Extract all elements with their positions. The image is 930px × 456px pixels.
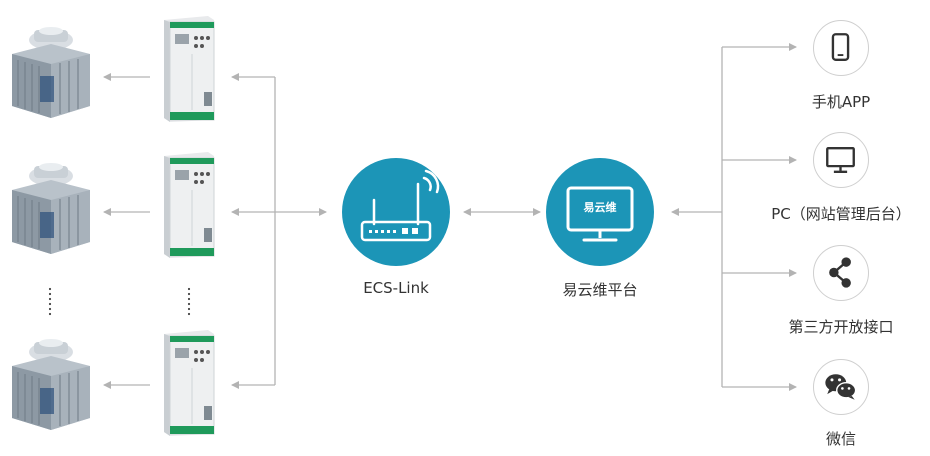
- wechat-icon: [825, 374, 857, 400]
- pc-monitor-icon: [826, 146, 855, 173]
- output-wechat[interactable]: [813, 359, 869, 415]
- control-cabinet-icon: [164, 16, 215, 122]
- cooling-tower-icon: [12, 339, 90, 430]
- phone-icon: [831, 33, 850, 61]
- platform-label: 易云维平台: [562, 281, 638, 299]
- ecs-link-label: ECS-Link: [363, 279, 429, 297]
- cooling-tower-icon: [12, 27, 90, 118]
- cooling-tower-icon: [12, 163, 90, 254]
- output-label-pc: PC（网站管理后台）: [771, 205, 911, 223]
- output-label-wechat: 微信: [825, 430, 856, 448]
- monitor-icon: [566, 186, 634, 242]
- ecs-link-node: [342, 158, 450, 266]
- control-cabinet-icon: [164, 330, 215, 436]
- output-label-api: 第三方开放接口: [788, 318, 894, 336]
- output-label-phone: 手机APP: [811, 93, 871, 111]
- control-cabinet-icon: [164, 152, 215, 258]
- output-phone[interactable]: [813, 20, 869, 76]
- router-icon: [360, 169, 440, 242]
- output-pc[interactable]: [813, 132, 869, 188]
- output-api[interactable]: [813, 245, 869, 301]
- platform-node: 易云维: [546, 158, 654, 266]
- platform-screen-logo: 易云维: [583, 201, 617, 214]
- share-icon: [829, 257, 851, 288]
